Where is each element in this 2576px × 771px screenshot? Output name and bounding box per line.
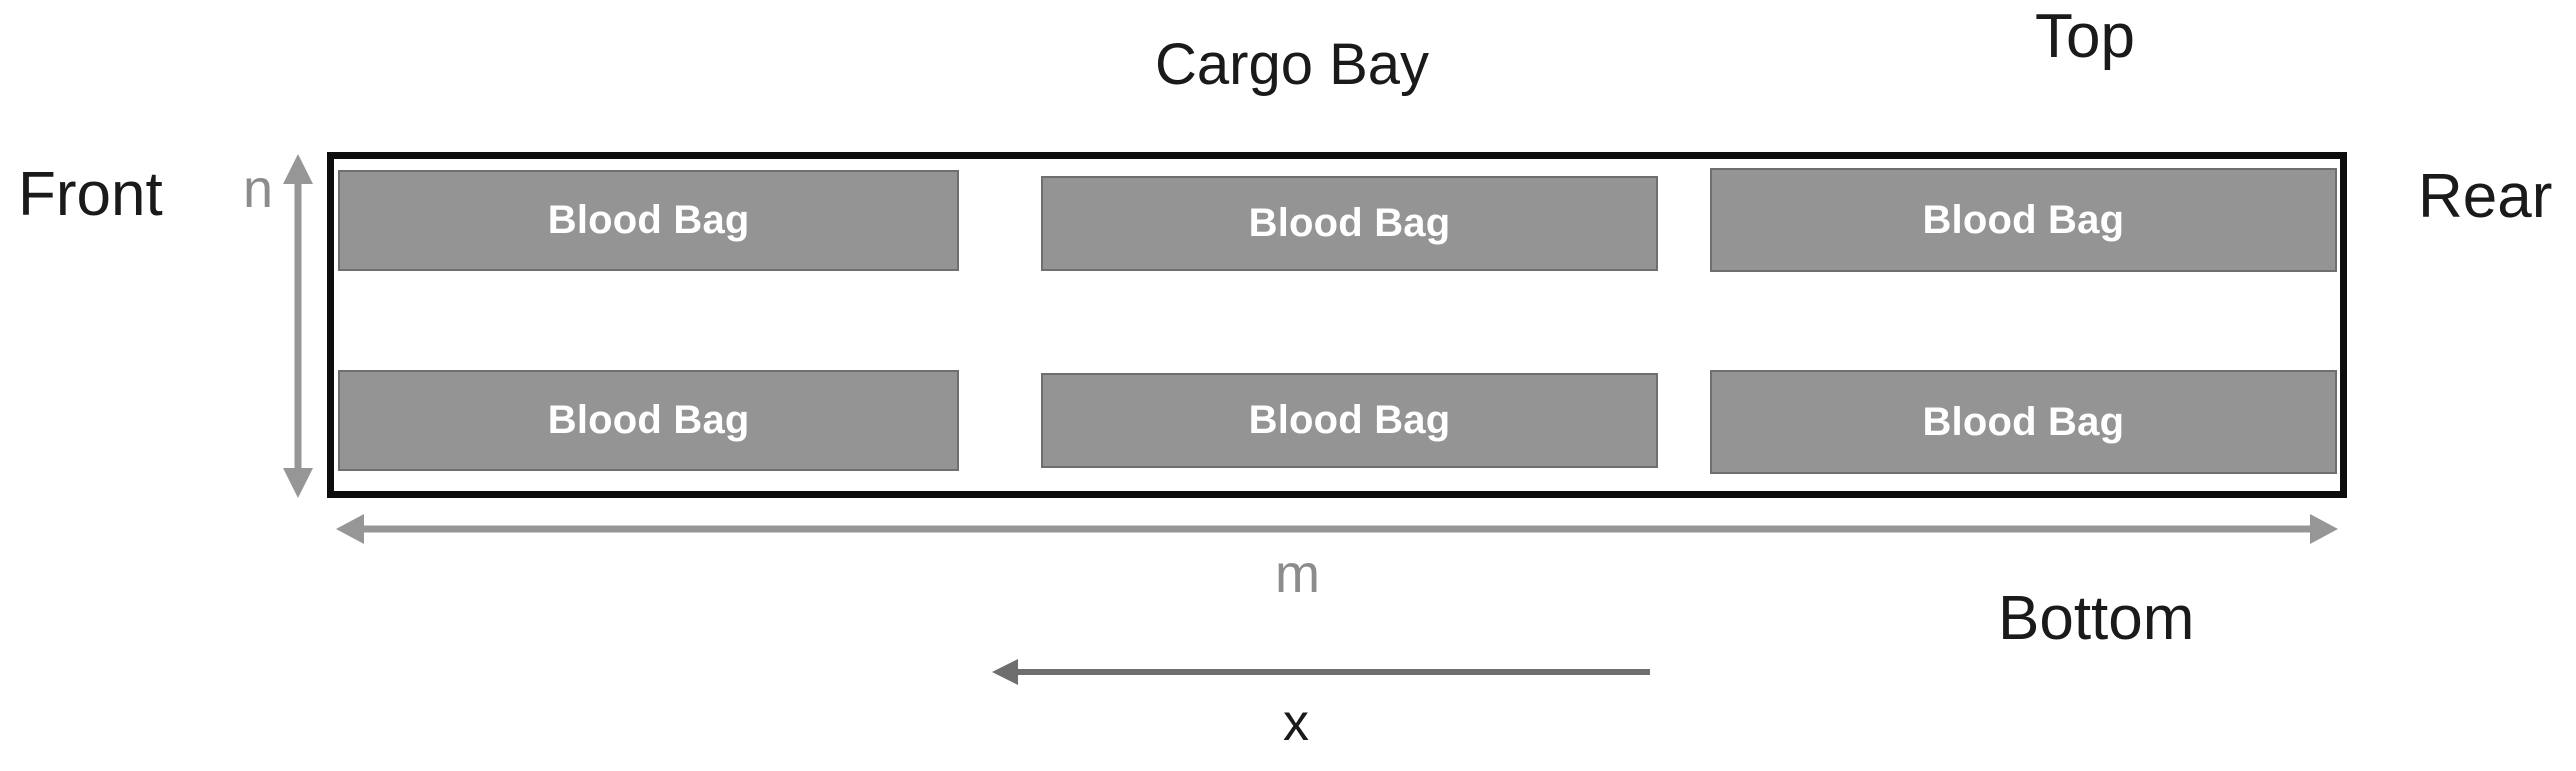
double-headed-vertical-arrow-icon bbox=[283, 154, 313, 498]
top-label: Top bbox=[2035, 2, 2135, 71]
cargo-bay-title: Cargo Bay bbox=[1155, 32, 1430, 97]
bag-group: Blood Bag Blood Bag bbox=[1709, 163, 2337, 486]
blood-bag[interactable]: Blood Bag bbox=[1709, 370, 2337, 474]
blood-bag[interactable]: Blood Bag bbox=[1041, 176, 1658, 271]
width-dimension-label: m bbox=[1275, 544, 1320, 604]
height-dimension-label: n bbox=[243, 159, 274, 219]
blood-bag[interactable]: Blood Bag bbox=[338, 370, 960, 471]
cargo-bay-container: Blood Bag Blood Bag Blood Bag Blood Bag … bbox=[327, 152, 2347, 498]
offset-dimension-label: x bbox=[1283, 694, 1309, 752]
blood-bag[interactable]: Blood Bag bbox=[338, 170, 960, 271]
bag-group: Blood Bag Blood Bag bbox=[1041, 163, 1658, 486]
left-pointing-horizontal-arrow-icon bbox=[992, 659, 1650, 685]
bottom-label: Bottom bbox=[1998, 584, 2195, 653]
cargo-bay-interior: Blood Bag Blood Bag Blood Bag Blood Bag … bbox=[334, 159, 2340, 491]
blood-bag[interactable]: Blood Bag bbox=[1041, 373, 1658, 468]
blood-bag[interactable]: Blood Bag bbox=[1709, 168, 2337, 272]
front-label: Front bbox=[18, 160, 163, 229]
rear-label: Rear bbox=[2418, 162, 2553, 231]
double-headed-horizontal-arrow-icon bbox=[336, 514, 2338, 544]
bag-group: Blood Bag Blood Bag bbox=[338, 163, 960, 486]
